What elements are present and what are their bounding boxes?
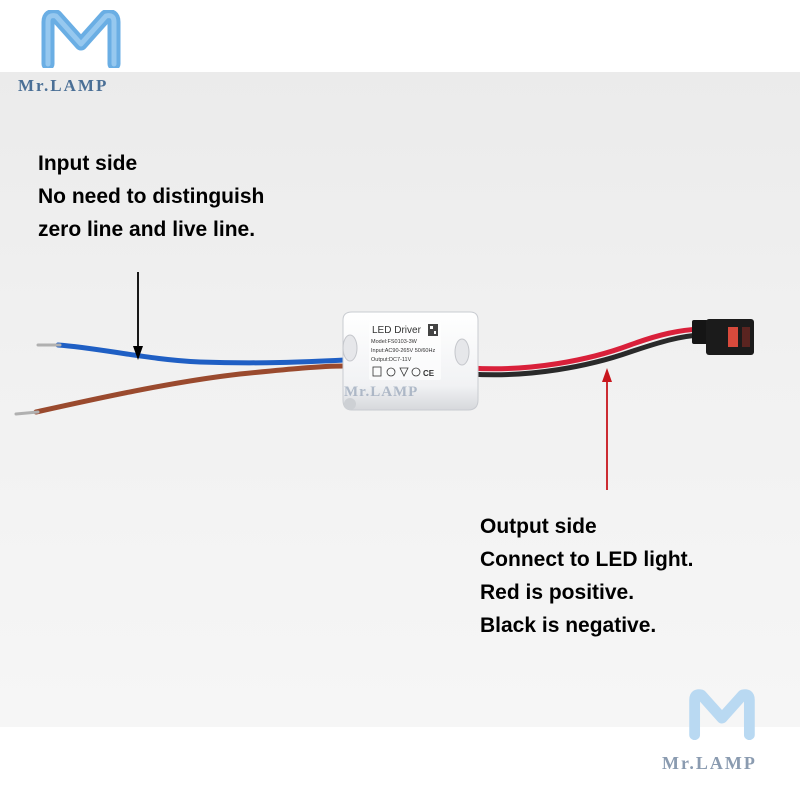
driver-label-output: Output:DC7-11V xyxy=(371,357,412,363)
input-callout-line: zero line and live line. xyxy=(38,218,256,241)
brown-wire-tip xyxy=(14,410,40,416)
m-logo-icon xyxy=(689,689,755,740)
brand-logo-text: Mr.LAMP xyxy=(18,76,109,95)
blue-input-wire xyxy=(55,342,348,366)
output-callout-heading: Output side xyxy=(480,515,597,538)
output-callout-line: Red is positive. xyxy=(480,581,635,604)
red-output-wire xyxy=(467,326,703,372)
certification-icons xyxy=(372,366,421,377)
black-output-wire xyxy=(467,332,703,378)
driver-label-input: Input:AC90-265V 50/60Hz xyxy=(371,348,435,354)
output-connector xyxy=(692,319,754,355)
input-callout: Input side No need to distinguish zero l… xyxy=(38,147,264,246)
led-driver-box: LED Driver Model:FS0103-3W Input:AC90-26… xyxy=(342,311,479,411)
qr-code-icon xyxy=(428,324,438,336)
brand-logo-bottom: Mr.LAMP xyxy=(662,688,780,774)
input-callout-line: No need to distinguish xyxy=(38,185,265,208)
ce-mark: CE xyxy=(423,369,435,378)
output-callout-line: Connect to LED light. xyxy=(480,548,694,571)
brown-input-wire xyxy=(33,363,348,415)
driver-label-model: Model:FS0103-3W xyxy=(371,339,418,345)
input-arrow-head xyxy=(133,346,143,360)
brand-logo-top: Mr.LAMP xyxy=(18,10,130,96)
brand-logo-text: Mr.LAMP xyxy=(662,753,757,773)
m-logo-icon xyxy=(41,10,121,68)
driver-label-title: LED Driver xyxy=(372,325,422,336)
input-callout-heading: Input side xyxy=(38,152,138,175)
driver-watermark: Mr.LAMP xyxy=(344,384,418,400)
output-callout-line: Black is negative. xyxy=(480,614,657,637)
output-callout: Output side Connect to LED light. Red is… xyxy=(480,510,693,642)
output-arrow-head xyxy=(602,368,612,382)
